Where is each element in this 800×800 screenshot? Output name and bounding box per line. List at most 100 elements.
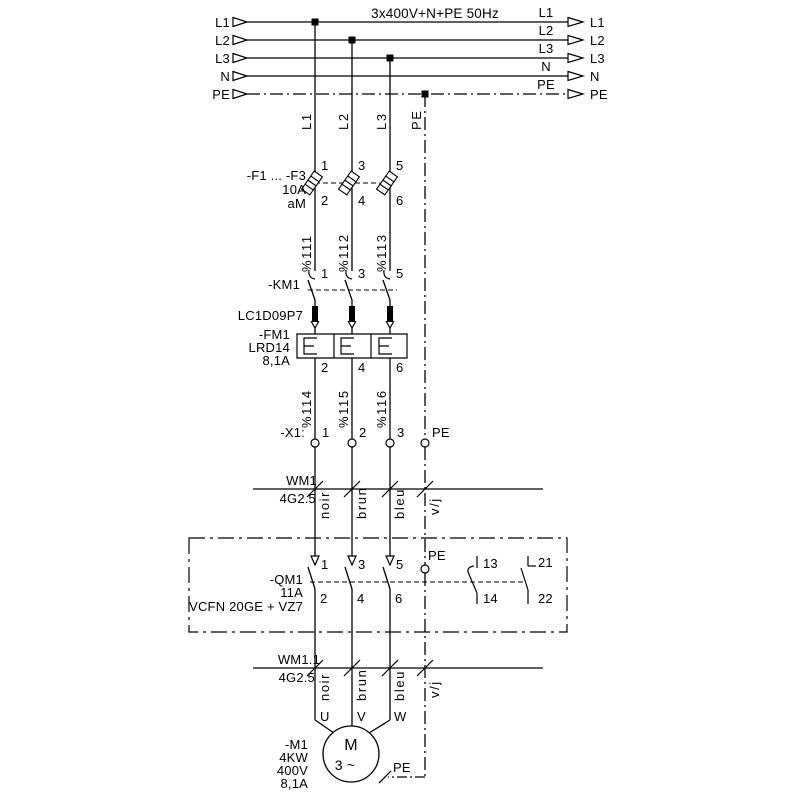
supply-title: 3x400V+N+PE 50Hz [371, 6, 499, 21]
rail-left-label: L3 [215, 51, 230, 66]
motor-name-label: -M1 [285, 737, 308, 752]
cable-wm11-group: WM1.1 4G2.5 noir brun bleu v/j [253, 652, 543, 701]
isolator-rating-label: 11A [280, 585, 303, 600]
terminal-pe-label: PE [432, 425, 450, 440]
wire-number: %115 [336, 389, 351, 428]
core-slash [307, 660, 433, 676]
rail-left-label: L2 [215, 33, 230, 48]
contactor-terminal-label: 5 [396, 266, 403, 281]
fuse-name-label: -F1 ... -F3 [247, 168, 306, 183]
fuse-rating-label: 10A [282, 182, 306, 197]
heater-element [341, 338, 354, 354]
motor-letter: M [344, 737, 358, 754]
wire-number: %111 [299, 234, 314, 272]
plug-arrow-icon [311, 321, 394, 328]
motor-pe-label: PE [393, 760, 411, 775]
aux-no-contact [468, 556, 477, 604]
pole-arrow-icon [311, 556, 394, 565]
isolator-terminal-label: 5 [396, 557, 403, 572]
rail-labels-right-inner: L1 L2 L3 N PE [537, 5, 555, 92]
core-color-label: v/j [427, 680, 442, 698]
overload-relay-group: -FM1 LRD14 8,1A 2 4 6 [249, 327, 407, 375]
isolator-terminal-label: 2 [320, 591, 327, 606]
fuse-terminal-label: 1 [321, 158, 328, 173]
phase-conductors [308, 22, 390, 733]
fuse-symbol [302, 171, 323, 195]
fuse-symbol [377, 171, 398, 195]
fuse-terminal-label: 2 [321, 193, 328, 208]
fuse-terminal-label: 5 [396, 158, 403, 173]
rail-left-label: PE [212, 87, 230, 102]
drop-label: L1 [299, 112, 314, 130]
rail-left-label: N [220, 69, 230, 84]
plug-connector [312, 306, 393, 322]
core-color-label: noir [317, 491, 332, 519]
fuse-terminal-label: 3 [358, 158, 365, 173]
cable-wm1-group: WM1 4G2.5 noir brun bleu v/j [253, 473, 543, 519]
fuse-class-label: aM [288, 196, 306, 211]
terminal-number-label: 2 [359, 425, 366, 440]
core-color-label: noir [317, 673, 332, 701]
isolator-pe-label: PE [428, 548, 446, 563]
motor-circle [323, 726, 379, 782]
rail-left-label: L1 [215, 15, 230, 30]
core-color-label: brun [354, 669, 369, 701]
relay-setting-label: 8,1A [262, 353, 290, 368]
pe-terminal-circle [421, 565, 429, 573]
core-color-label: brun [354, 487, 369, 519]
connector-arrow-icon [233, 18, 247, 99]
contactor-reference-label: LC1D09P7 [238, 308, 303, 323]
relay-name-label: -FM1 [259, 327, 290, 342]
wire-number-labels-lower: %114 %115 %116 [299, 389, 389, 428]
terminal-block-group: -X1: 1 2 3 PE [280, 425, 450, 447]
pe-conductor [379, 94, 425, 783]
relay-reference-label: LRD14 [249, 340, 290, 355]
rail-inner-label: PE [537, 77, 555, 92]
motor-terminal-label: U [320, 709, 330, 724]
isolator-name-label: -QM1 [270, 572, 303, 587]
contactor-terminal-label: 1 [321, 266, 328, 281]
rail-labels-right-outer: L1 L2 L3 N PE [590, 15, 608, 102]
aux-terminal-label: 22 [538, 591, 553, 606]
isolator-reference-label: VCFN 20GE + VZ7 [189, 599, 303, 614]
rail-inner-label: L3 [539, 41, 554, 56]
fuse-terminal-label: 6 [396, 193, 403, 208]
terminal-circle [348, 439, 356, 447]
relay-terminal-label: 4 [358, 360, 365, 375]
motor-phases: 3 ~ [335, 757, 355, 773]
supply-rails [247, 22, 568, 94]
contactor-terminal-label: 3 [358, 266, 365, 281]
drop-label: L2 [336, 112, 351, 130]
aux-terminal-label: 13 [483, 556, 498, 571]
heater-element [379, 338, 392, 354]
motor-group: U V W M 3 ~ -M1 4KW 400V 8,1A PE [277, 709, 411, 791]
rail-outer-label: L1 [590, 15, 605, 30]
wire-number: %113 [374, 233, 389, 272]
wire-number: %112 [336, 233, 351, 272]
terminal-block-name-label: -X1: [280, 425, 305, 440]
isolator-terminal-label: 4 [357, 591, 364, 606]
motor-power-label: 4KW [279, 750, 308, 765]
wire-number: %116 [374, 389, 389, 428]
isolator-terminal-label: 1 [321, 557, 328, 572]
aux-terminal-label: 14 [483, 591, 498, 606]
isolator-terminal-label: 6 [395, 591, 402, 606]
rail-inner-label: N [541, 59, 551, 74]
terminal-number-label: 3 [397, 425, 404, 440]
terminal-circle [386, 439, 394, 447]
drop-label: L3 [374, 112, 389, 130]
rail-outer-label: PE [590, 87, 608, 102]
isolator-box-group: -QM1 11A VCFN 20GE + VZ7 PE 1 3 5 2 4 6 … [189, 538, 567, 632]
core-color-label: bleu [392, 488, 407, 519]
fuse-group: -F1 ... -F3 10A aM 1 3 5 2 4 6 [247, 158, 404, 211]
rail-outer-label: L2 [590, 33, 605, 48]
motor-terminal-label: V [357, 709, 366, 724]
contactor-hinges [309, 270, 390, 279]
rail-inner-label: L1 [539, 5, 554, 20]
terminal-circle [421, 439, 429, 447]
heater-element [304, 338, 317, 354]
cable-name-label: WM1.1 [278, 652, 320, 667]
relay-terminal-label: 2 [321, 360, 328, 375]
motor-terminal-label: W [394, 709, 407, 724]
